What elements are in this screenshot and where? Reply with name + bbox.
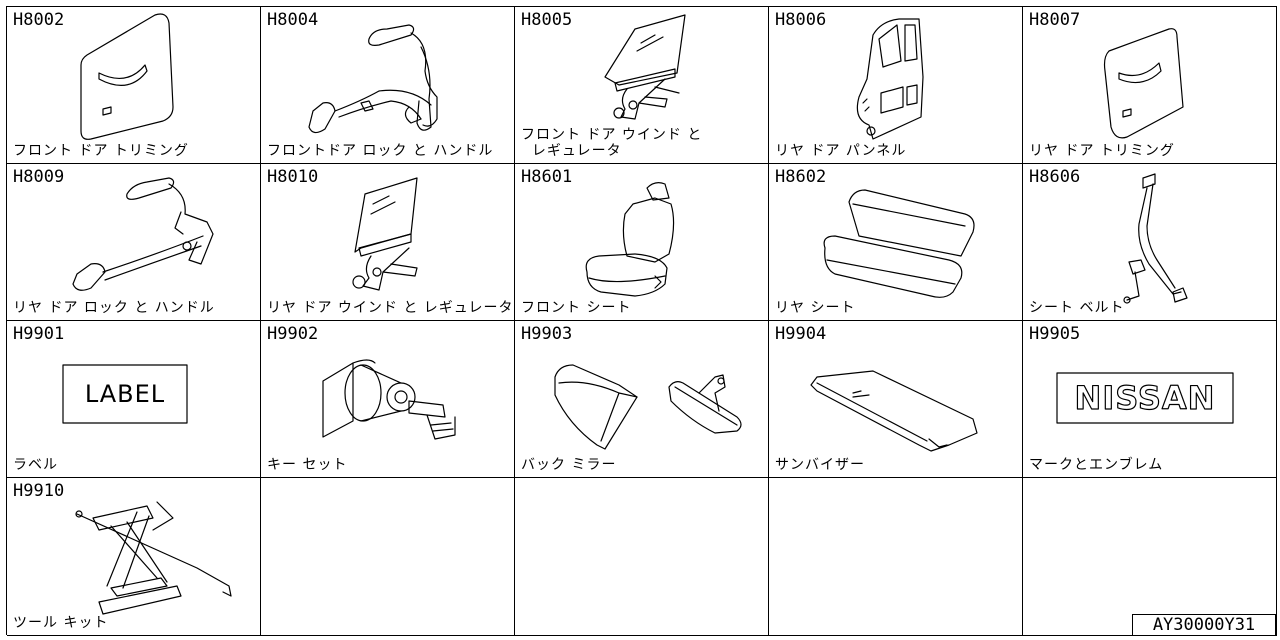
part-name: リヤ ドア パンネル [775, 143, 907, 159]
diagram-id: AY30000Y31 [1132, 614, 1276, 636]
part-code: H8009 [13, 167, 65, 187]
part-name: リヤ ドア ウインド と レギュレータ [267, 300, 514, 316]
part-code: H8002 [13, 10, 65, 30]
emblem-icon: NISSAN [1023, 321, 1277, 478]
window-regulator-icon [261, 164, 515, 321]
catalog-cell-h9905[interactable]: NISSAN H9905 マークとエンブレム [1023, 321, 1277, 478]
part-name: ラベル [13, 457, 58, 473]
window-regulator-icon [515, 7, 769, 164]
catalog-cell-h8007[interactable]: H8007 リヤ ドア トリミング [1023, 7, 1277, 164]
catalog-cell-h9902[interactable]: H9902 キー セット [261, 321, 515, 478]
part-code: H8006 [775, 10, 827, 30]
catalog-cell-h9903[interactable]: H9903 バック ミラー [515, 321, 769, 478]
catalog-cell-h8601[interactable]: H8601 フロント シート [515, 164, 769, 321]
key-set-icon [261, 321, 515, 478]
part-name: フロント シート [521, 300, 632, 316]
label-text: LABEL [85, 380, 165, 408]
part-code: H9903 [521, 324, 573, 344]
part-code: H8601 [521, 167, 573, 187]
catalog-cell-h8009[interactable]: H8009 リヤ ドア ロック と ハンドル [7, 164, 261, 321]
part-code: H8606 [1029, 167, 1081, 187]
door-lock-handle-icon [261, 7, 515, 164]
catalog-cell-h9910[interactable]: H9910 ツール キット [7, 478, 261, 636]
part-code: H8010 [267, 167, 319, 187]
catalog-cell-h8004[interactable]: H8004 フロントドア ロック と ハンドル [261, 7, 515, 164]
sun-visor-icon [769, 321, 1023, 478]
part-code: H8007 [1029, 10, 1081, 30]
part-code: H8005 [521, 10, 573, 30]
seat-belt-icon [1023, 164, 1277, 321]
part-code: H8602 [775, 167, 827, 187]
part-code: H8004 [267, 10, 319, 30]
part-code: H9901 [13, 324, 65, 344]
jack-icon [7, 478, 261, 635]
parts-catalog-grid: H8002 フロント ドア トリミング H8004 フロントドア ロック と ハ… [6, 6, 1277, 636]
part-name: フロント ドア ウインド と レギュレータ [521, 127, 703, 159]
part-name: サンバイザー [775, 457, 865, 473]
empty-cell [769, 478, 1023, 636]
mirror-icon [515, 321, 769, 478]
label-icon: LABEL [7, 321, 261, 478]
part-code: H9902 [267, 324, 319, 344]
catalog-cell-h8010[interactable]: H8010 リヤ ドア ウインド と レギュレータ [261, 164, 515, 321]
front-seat-icon [515, 164, 769, 321]
catalog-cell-h9904[interactable]: H9904 サンバイザー [769, 321, 1023, 478]
part-name: ツール キット [13, 615, 109, 631]
part-name: フロントドア ロック と ハンドル [267, 143, 494, 159]
part-code: H9905 [1029, 324, 1081, 344]
part-name: リヤ ドア ロック と ハンドル [13, 300, 215, 316]
rear-seat-icon [769, 164, 1023, 321]
catalog-cell-h8006[interactable]: H8006 リヤ ドア パンネル [769, 7, 1023, 164]
catalog-cell-h8005[interactable]: H8005 フロント ドア ウインド と レギュレータ [515, 7, 769, 164]
catalog-cell-h9901[interactable]: LABEL H9901 ラベル [7, 321, 261, 478]
part-name: シート ベルト [1029, 300, 1125, 316]
part-code: H9904 [775, 324, 827, 344]
empty-cell [1023, 478, 1277, 636]
part-name: リヤ ドア トリミング [1029, 143, 1175, 159]
part-name: リヤ シート [775, 300, 856, 316]
empty-cell [261, 478, 515, 636]
door-trim-icon [7, 7, 261, 164]
empty-cell [515, 478, 769, 636]
catalog-cell-h8606[interactable]: H8606 シート ベルト [1023, 164, 1277, 321]
part-code: H9910 [13, 481, 65, 501]
door-panel-icon [769, 7, 1023, 164]
emblem-text: NISSAN [1075, 379, 1216, 417]
catalog-cell-h8602[interactable]: H8602 リヤ シート [769, 164, 1023, 321]
part-name: マークとエンブレム [1029, 457, 1164, 473]
part-name: バック ミラー [521, 457, 617, 473]
door-lock-handle-icon [7, 164, 261, 321]
door-trim-icon [1023, 7, 1277, 164]
catalog-cell-h8002[interactable]: H8002 フロント ドア トリミング [7, 7, 261, 164]
part-name: フロント ドア トリミング [13, 143, 189, 159]
part-name: キー セット [267, 457, 348, 473]
